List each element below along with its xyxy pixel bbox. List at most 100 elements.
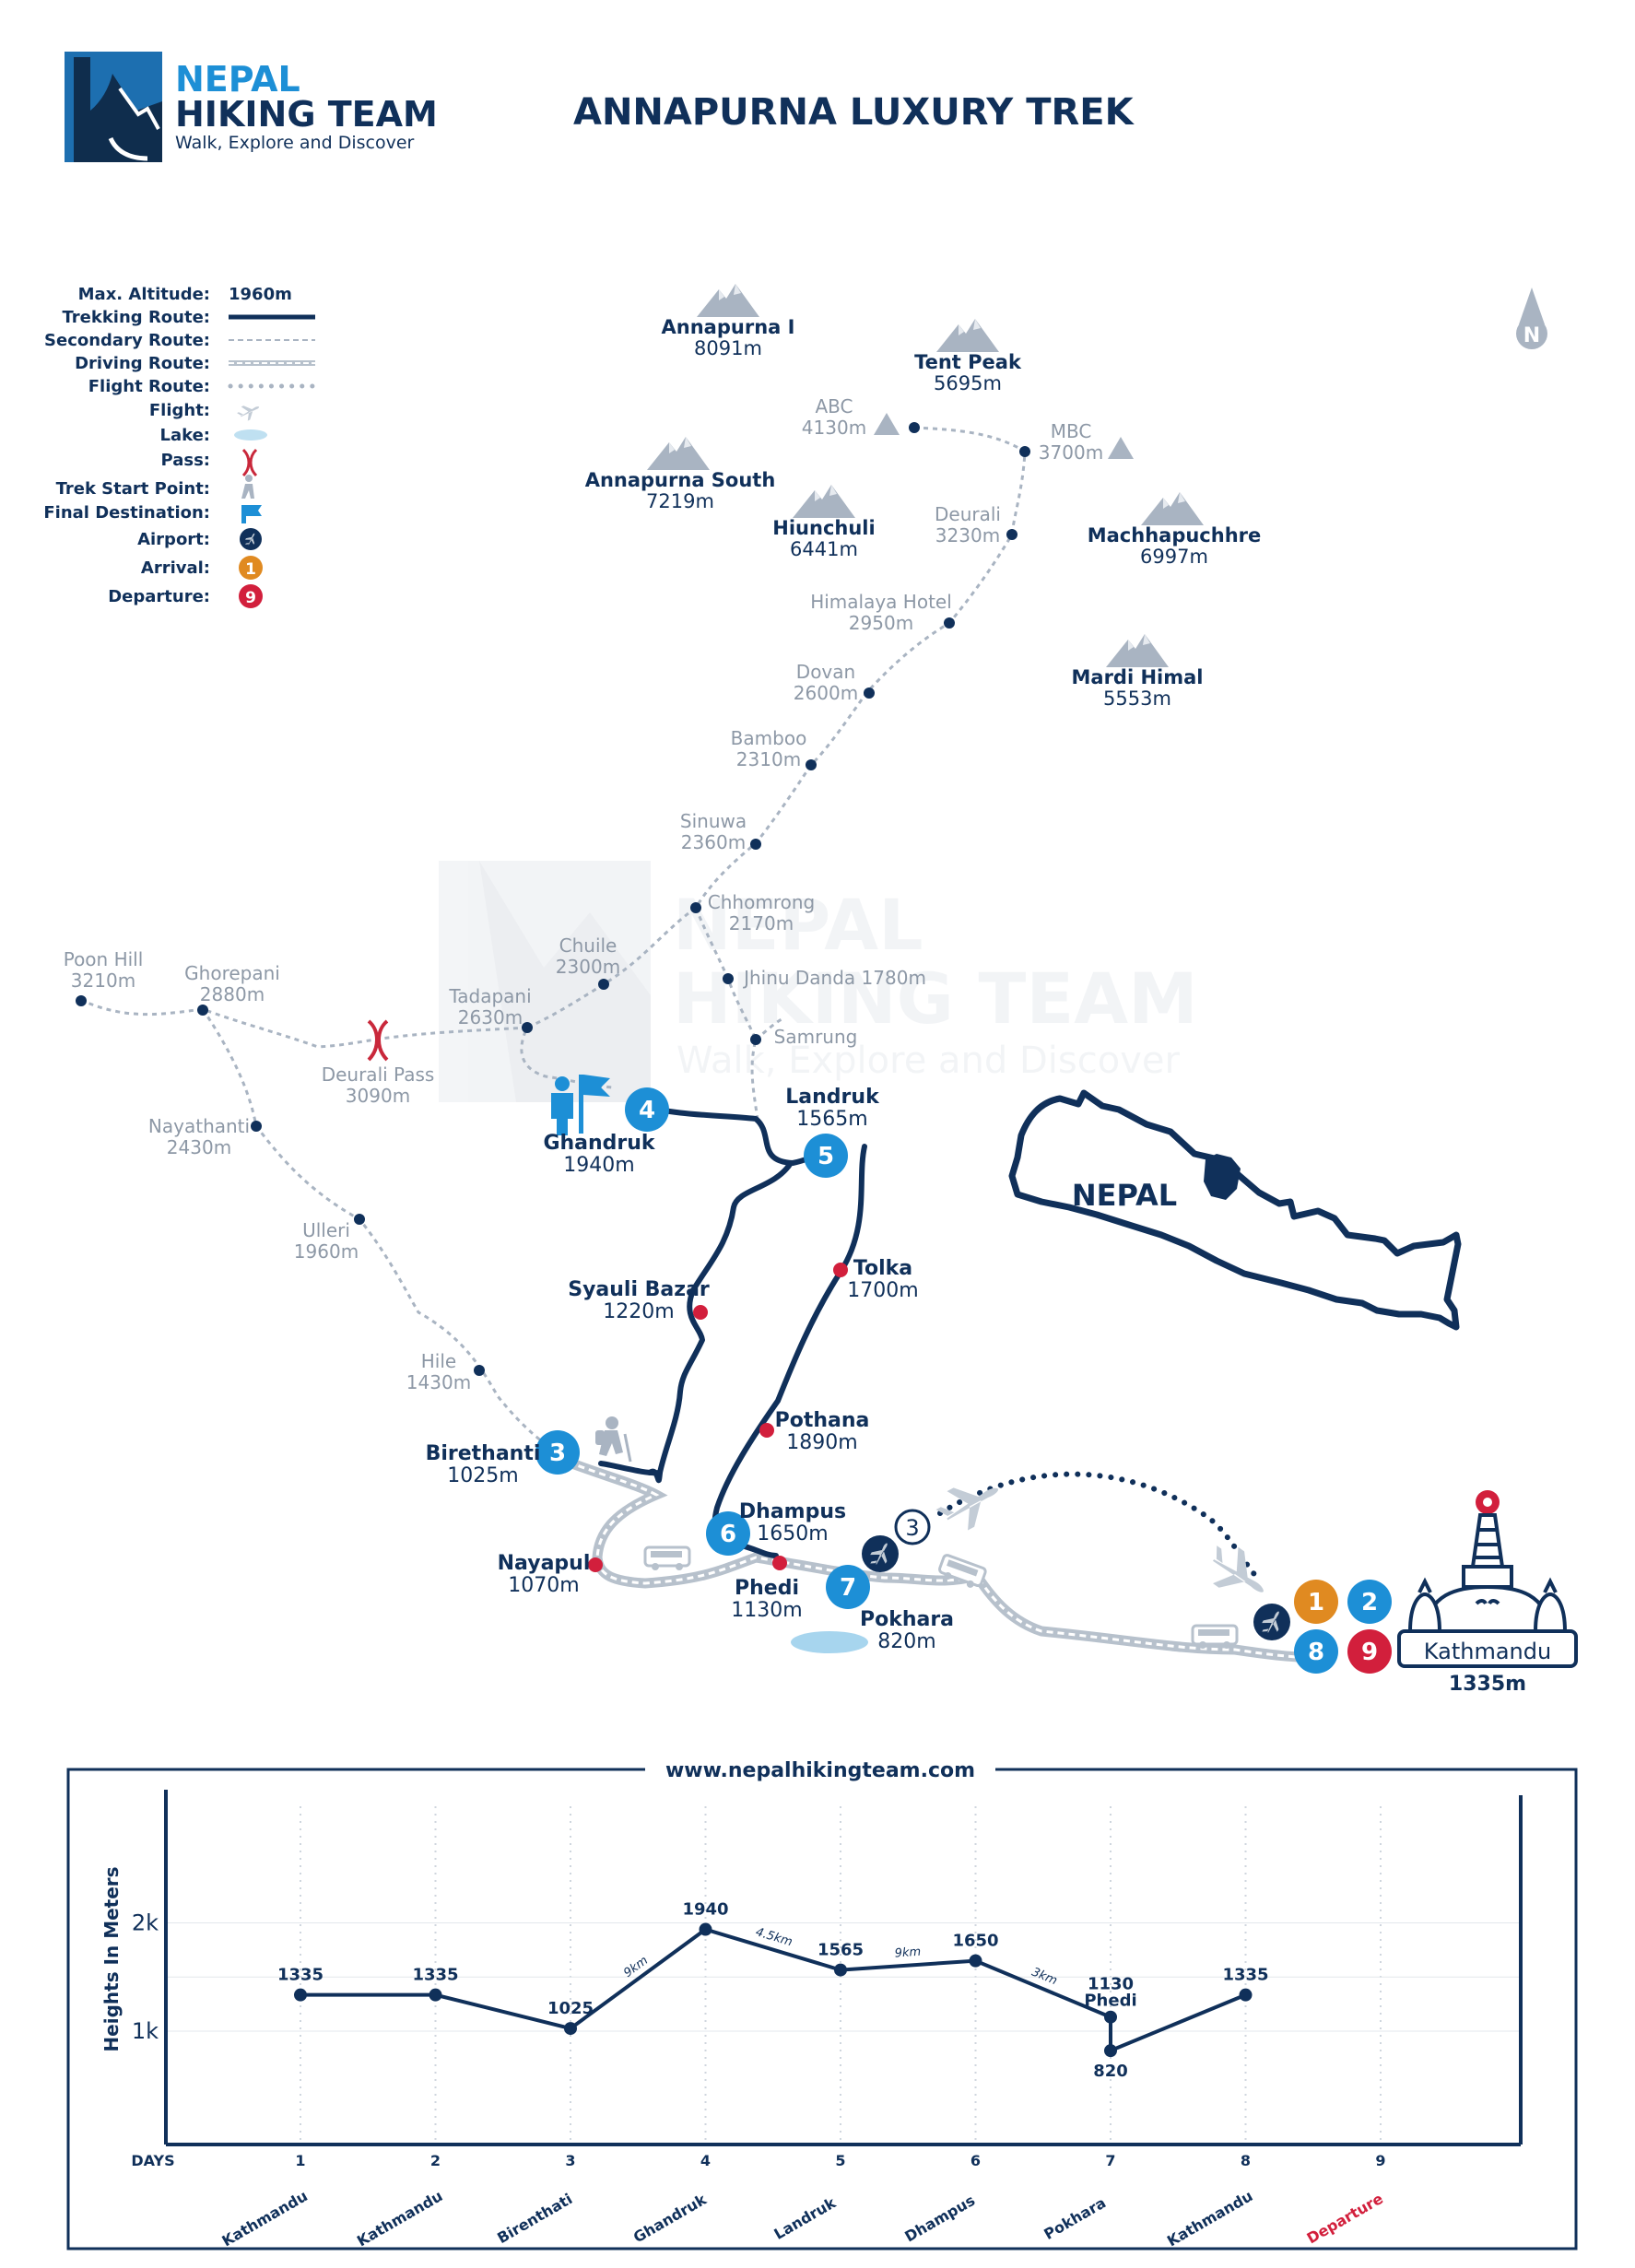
main-labels: Ghandruk 1940m Landruk 1565m Tolka 1700m… xyxy=(426,1086,1552,1696)
place-ghandruk-alt: 1940m xyxy=(563,1154,634,1177)
compass-label: N xyxy=(1523,324,1540,347)
place-landruk-alt: 1565m xyxy=(796,1108,867,1131)
peak-machhapuchhre-icon xyxy=(1141,492,1204,525)
peak-tent-peak-name: Tent Peak xyxy=(914,351,1022,373)
x-tick-label: 1 xyxy=(295,2152,305,2169)
place-chuile-name: Chuile xyxy=(559,934,618,957)
day-name-label: Kathmandu xyxy=(218,2187,311,2250)
place-syauli-bazar-name: Syauli Bazar xyxy=(568,1278,710,1301)
place-phedi-alt: 1130m xyxy=(731,1599,802,1622)
place-tolka-name: Tolka xyxy=(853,1257,912,1280)
peak-mardi-himal-name: Mardi Himal xyxy=(1072,666,1204,688)
y-tick-label: 2k xyxy=(132,1910,159,1936)
place-mbc-alt: 3700m xyxy=(1039,441,1103,464)
elevation-chart-frame: www.nepalhikingteam.com xyxy=(66,1751,1578,2250)
place-deurali-alt: 3230m xyxy=(935,524,1000,546)
x-tick-label: 6 xyxy=(970,2152,981,2169)
compass-icon: N xyxy=(1516,288,1547,349)
legend-lake-icon xyxy=(234,429,267,441)
place-kathmandu-name: Kathmandu xyxy=(1424,1639,1551,1664)
place-ulleri-alt: 1960m xyxy=(294,1240,359,1263)
watermark-line3: Walk, Explore and Discover xyxy=(676,1040,1180,1082)
country-label: NEPAL xyxy=(1072,1178,1177,1213)
x-tick-label: 5 xyxy=(835,2152,845,2169)
elevation-point xyxy=(1104,2044,1117,2058)
elevation-point-label: 1335 xyxy=(277,1966,323,1985)
place-nayapul-name: Nayapul xyxy=(498,1552,591,1575)
phewa-lake xyxy=(791,1631,868,1653)
legend-arrival: Arrival: xyxy=(141,558,210,578)
legend-trekking-route: Trekking Route: xyxy=(62,308,210,327)
brand-name-line1: NEPAL xyxy=(175,59,300,100)
mbc-tent-icon xyxy=(1108,437,1134,459)
distance-label: 9km xyxy=(621,1954,651,1980)
place-syauli-bazar-alt: 1220m xyxy=(603,1300,674,1323)
place-pothana-alt: 1890m xyxy=(786,1431,857,1454)
day-name-label: Dhampus xyxy=(901,2192,978,2246)
place-chhomrong-name: Chhomrong xyxy=(708,891,815,913)
legend-max-altitude-label: Max. Altitude: xyxy=(78,285,210,304)
day-badge-4: 4 xyxy=(639,1097,655,1124)
elevation-point xyxy=(294,1988,307,2002)
place-birethanti-name: Birethanti xyxy=(426,1442,541,1465)
legend-trek-start: Trek Start Point: xyxy=(56,479,210,499)
legend-lake: Lake: xyxy=(159,426,210,445)
place-deurali-pass-alt: 3090m xyxy=(346,1085,410,1107)
place-nayathanti-alt: 2430m xyxy=(167,1136,231,1158)
legend-flight-route: Flight Route: xyxy=(88,377,210,396)
place-deurali-name: Deurali xyxy=(935,503,1001,525)
legend: Max. Altitude: 1960m Trekking Route: Sec… xyxy=(43,285,318,608)
distance-label: 9km xyxy=(894,1945,921,1961)
legend-arrival-badge xyxy=(239,556,263,580)
x-tick-label: 3 xyxy=(565,2152,575,2169)
place-abc-alt: 4130m xyxy=(802,417,866,439)
elevation-point xyxy=(1104,2010,1117,2024)
x-tick-label: 4 xyxy=(700,2152,711,2169)
abc-tent-icon xyxy=(874,413,900,435)
website-url: www.nepalhikingteam.com xyxy=(665,1759,975,1782)
place-hile-name: Hile xyxy=(421,1350,456,1372)
day-name-label: Kathmandu xyxy=(354,2187,446,2250)
place-tolka-alt: 1700m xyxy=(847,1279,918,1302)
flight-day-badge xyxy=(894,1509,931,1545)
place-poon-hill-alt: 3210m xyxy=(71,969,135,992)
place-sinuwa-alt: 2360m xyxy=(681,831,746,853)
place-pothana-name: Pothana xyxy=(775,1409,870,1432)
trek-start-hiker-icon xyxy=(595,1416,632,1463)
day-name-label: Departure xyxy=(1304,2190,1386,2248)
peak-annapurna-south-icon xyxy=(647,437,710,470)
peak-annapurna-south-alt: 7219m xyxy=(646,490,714,512)
legend-departure: Departure: xyxy=(108,587,210,606)
place-poon-hill-name: Poon Hill xyxy=(64,948,144,970)
watermark-line2: HIKING TEAM xyxy=(673,958,1198,1040)
place-tadapani-alt: 2630m xyxy=(458,1006,523,1028)
kathmandu-stupa-icon xyxy=(1397,1490,1578,1668)
elevation-point xyxy=(834,1963,847,1977)
secondary-labels: ABC 4130m MBC 3700m Deurali 3230m Himala… xyxy=(64,395,1103,1393)
place-abc-name: ABC xyxy=(815,395,853,417)
place-dovan-alt: 2600m xyxy=(794,682,858,704)
logo[interactable] xyxy=(65,52,162,162)
place-himalaya-hotel-alt: 2950m xyxy=(849,612,913,634)
peak-machhapuchhre-name: Machhapuchhre xyxy=(1088,524,1262,546)
tent-icons xyxy=(874,413,1134,459)
flight-route xyxy=(937,1471,1260,1581)
elevation-point-label: 1025 xyxy=(547,1999,594,2018)
day-badge-2: 2 xyxy=(1361,1589,1378,1616)
legend-airport: Airport: xyxy=(137,530,210,549)
peak-tent-peak-icon xyxy=(936,319,999,352)
place-jhinu-danda-name: Jhinu Danda 1780m xyxy=(742,967,926,989)
page-title: ANNAPURNA LUXURY TREK xyxy=(573,91,1135,134)
secondary-stops xyxy=(76,422,1030,1376)
bus-icon xyxy=(643,1545,691,1572)
elevation-point xyxy=(429,1988,442,2002)
place-landruk-name: Landruk xyxy=(785,1086,880,1109)
elevation-point xyxy=(699,1922,712,1936)
elevation-point-label: 820 xyxy=(1093,2062,1128,2081)
place-phedi-name: Phedi xyxy=(735,1577,799,1600)
legend-final-destination: Final Destination: xyxy=(43,503,210,523)
peak-annapurna-i-name: Annapurna I xyxy=(662,316,795,338)
elevation-point-label: 1335 xyxy=(412,1966,458,1985)
